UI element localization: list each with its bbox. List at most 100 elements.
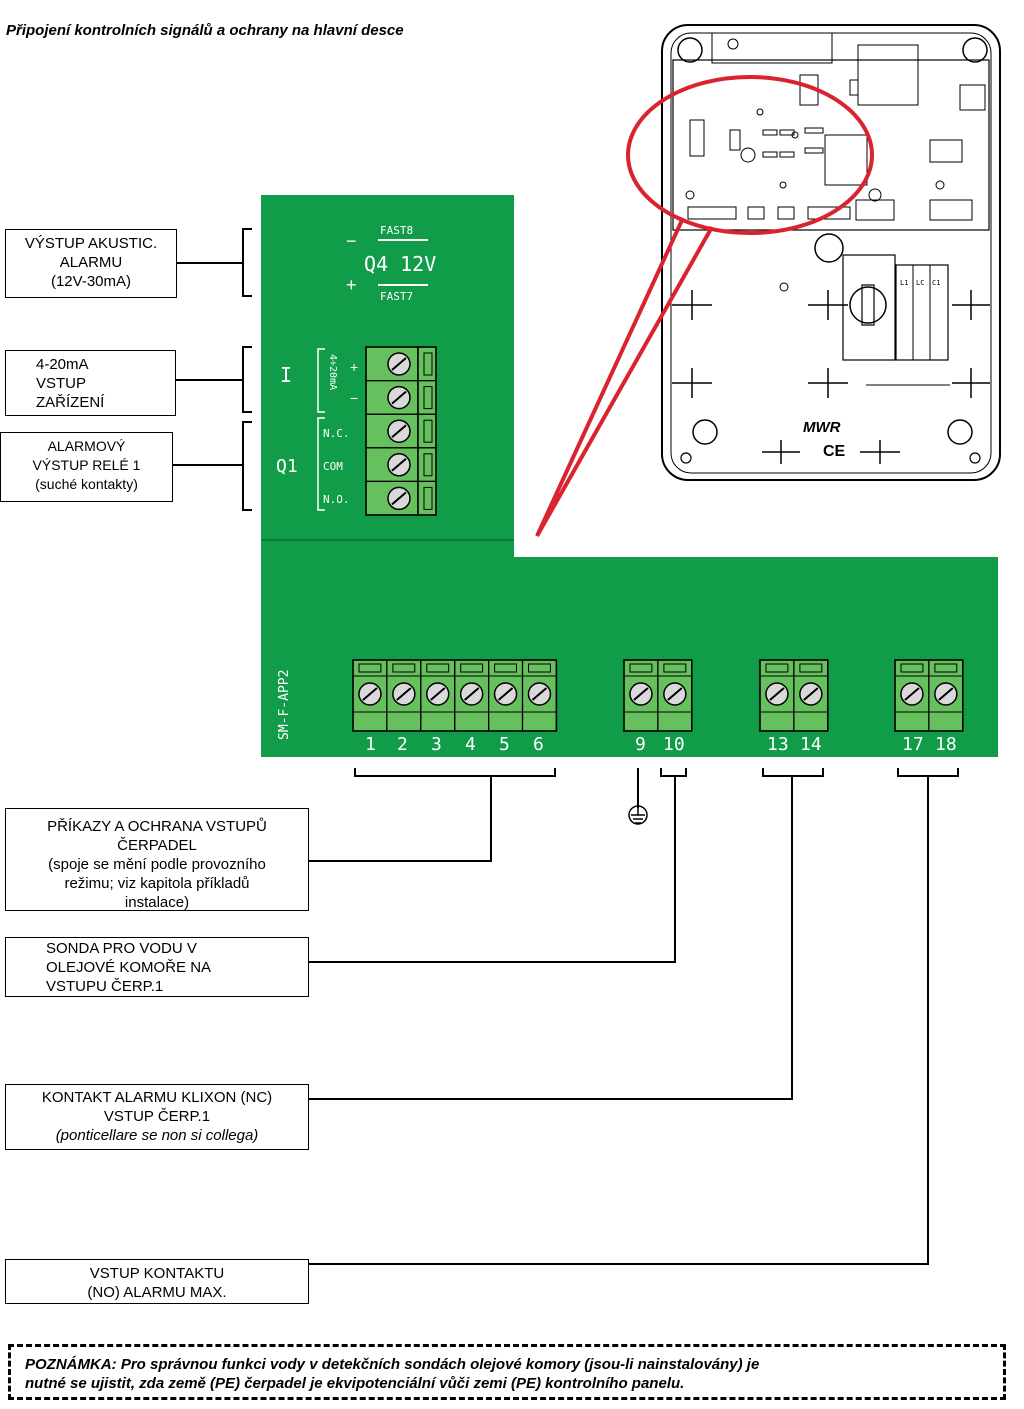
- label-line: KONTAKT ALARMU KLIXON (NC): [41, 1089, 273, 1106]
- analog-minus: −: [350, 390, 358, 406]
- terminal-horizontal: [793, 659, 829, 732]
- terminal-number: 18: [935, 734, 957, 755]
- label-line: OLEJOVÉ KOMOŘE NA: [46, 959, 212, 976]
- board-model: SM-F-APP2: [277, 670, 292, 740]
- terminal-horizontal: [386, 659, 422, 732]
- label-line: (NO) ALARMU MAX.: [87, 1284, 227, 1301]
- analog-plus: +: [350, 359, 358, 375]
- fuse-plus: +: [346, 275, 357, 295]
- terminal-horizontal: [894, 659, 930, 732]
- relay-no: N.O.: [323, 493, 350, 506]
- terminal-number: 1: [365, 734, 376, 755]
- label-line: VSTUP: [36, 375, 87, 392]
- svg-text:LC: LC: [916, 279, 924, 287]
- terminal-number: 2: [397, 734, 408, 755]
- screw-icon: [459, 682, 484, 706]
- label-acoustic-alarm: VÝSTUP AKUSTIC. ALARMU (12V-30mA): [5, 229, 177, 298]
- terminal-horizontal: [521, 659, 558, 732]
- note-line: POZNÁMKA: Pro správnou funkci vody v det…: [25, 1356, 760, 1373]
- fuse-top-label: FAST8: [380, 224, 413, 237]
- screw-icon: [387, 352, 411, 376]
- connection-lines: [172, 228, 959, 1265]
- label-relay-alarm: ALARMOVÝ VÝSTUP RELÉ 1 (suché kontakty): [0, 432, 173, 502]
- i-label: I: [280, 363, 292, 387]
- label-line: (spoje se mění podle provozního: [48, 856, 266, 873]
- terminal-number: 13: [767, 734, 789, 755]
- label-line: VSTUP ČERP.1: [103, 1108, 211, 1125]
- control-panel-enclosure: L1 LC C1 MWR CE: [661, 24, 1001, 481]
- ground-icon: [628, 805, 648, 825]
- label-max-alarm: VSTUP KONTAKTU (NO) ALARMU MAX.: [5, 1259, 309, 1304]
- label-line: ALARMOVÝ: [47, 438, 126, 454]
- screw-icon: [493, 682, 518, 706]
- note-box: POZNÁMKA: Pro správnou funkci vody v det…: [8, 1344, 1006, 1400]
- terminal-horizontal: [657, 659, 693, 732]
- terminal-blocks-bottom: [352, 659, 964, 732]
- terminal-vertical: [365, 447, 437, 482]
- label-line: VSTUPU ČERP.1: [46, 978, 164, 995]
- q1-label: Q1: [276, 456, 298, 477]
- screw-icon: [799, 682, 823, 706]
- screw-icon: [426, 682, 450, 706]
- label-line: 4-20mA: [36, 356, 89, 373]
- svg-text:C1: C1: [932, 279, 940, 287]
- zoom-callout: [535, 75, 874, 537]
- relay-nc: N.C.: [323, 427, 350, 440]
- label-analog-input: 4-20mA VSTUP ZAŘÍZENÍ: [5, 350, 176, 416]
- screw-icon: [392, 682, 416, 706]
- screw-icon: [765, 682, 789, 706]
- label-line: PŘÍKAZY A OCHRANA VSTUPŮ: [47, 818, 267, 835]
- label-klixon: KONTAKT ALARMU KLIXON (NC) VSTUP ČERP.1 …: [5, 1084, 309, 1150]
- screw-icon: [900, 682, 924, 706]
- label-line: VSTUP KONTAKTU: [89, 1265, 225, 1282]
- screw-icon: [527, 682, 552, 706]
- terminal-horizontal: [420, 659, 456, 732]
- screw-icon: [629, 682, 653, 706]
- fuse-minus: −: [346, 231, 357, 251]
- terminal-number: 9: [635, 734, 646, 755]
- terminal-number: 5: [499, 734, 510, 755]
- screw-icon: [387, 453, 411, 477]
- label-line: ALARMU: [59, 254, 123, 271]
- q4-label: Q4 12V: [364, 252, 436, 276]
- analog-range: 4÷20mA: [327, 354, 338, 390]
- label-pump-commands: PŘÍKAZY A OCHRANA VSTUPŮ ČERPADEL (spoje…: [5, 808, 309, 911]
- screw-icon: [387, 385, 411, 410]
- label-water-probe: SONDA PRO VODU V OLEJOVÉ KOMOŘE NA VSTUP…: [5, 937, 309, 997]
- terminal-block-vertical: [365, 346, 437, 516]
- terminal-vertical: [365, 480, 437, 516]
- terminal-horizontal: [928, 659, 964, 732]
- brand-logo: MWR: [803, 419, 841, 436]
- terminal-number: 6: [533, 734, 544, 755]
- main-board: [261, 195, 998, 757]
- diagram-title: Připojení kontrolních signálů a ochrany …: [6, 22, 404, 39]
- label-line: SONDA PRO VODU V: [46, 940, 197, 957]
- label-line: (ponticellare se non si collega): [55, 1127, 259, 1144]
- label-line: režimu; viz kapitola příkladů: [64, 875, 250, 892]
- label-line: ČERPADEL: [117, 837, 197, 854]
- fuse-q4: FAST8 FAST7 Q4 12V − +: [346, 224, 436, 303]
- note-line: nutné se ujistit, zda země (PE) čerpadel…: [25, 1375, 685, 1392]
- input-output-labels: I Q1 4÷20mA + − N.C. COM N.O.: [276, 354, 358, 506]
- label-line: (suché kontakty): [35, 476, 138, 492]
- screw-icon: [934, 682, 958, 706]
- label-line: ZAŘÍZENÍ: [36, 394, 105, 411]
- terminal-number: 4: [465, 734, 476, 755]
- terminal-number: 14: [800, 734, 822, 755]
- label-line: (12V-30mA): [50, 273, 132, 290]
- terminal-numbers: 1 2 3 4 5 6 9 10 13 14 17 18: [365, 734, 957, 755]
- label-line: instalace): [124, 894, 190, 911]
- label-line: VÝSTUP RELÉ 1: [32, 457, 141, 473]
- screw-icon: [663, 682, 687, 706]
- label-line: VÝSTUP AKUSTIC.: [24, 235, 158, 252]
- terminal-number: 3: [431, 734, 442, 755]
- screw-icon: [387, 486, 411, 511]
- terminal-horizontal: [759, 659, 795, 732]
- terminal-number: 17: [902, 734, 924, 755]
- relay-com: COM: [323, 460, 343, 473]
- fuse-bottom-label: FAST7: [380, 290, 413, 303]
- ce-mark: CE: [823, 443, 846, 460]
- screw-icon: [358, 682, 382, 706]
- svg-text:L1: L1: [900, 279, 908, 287]
